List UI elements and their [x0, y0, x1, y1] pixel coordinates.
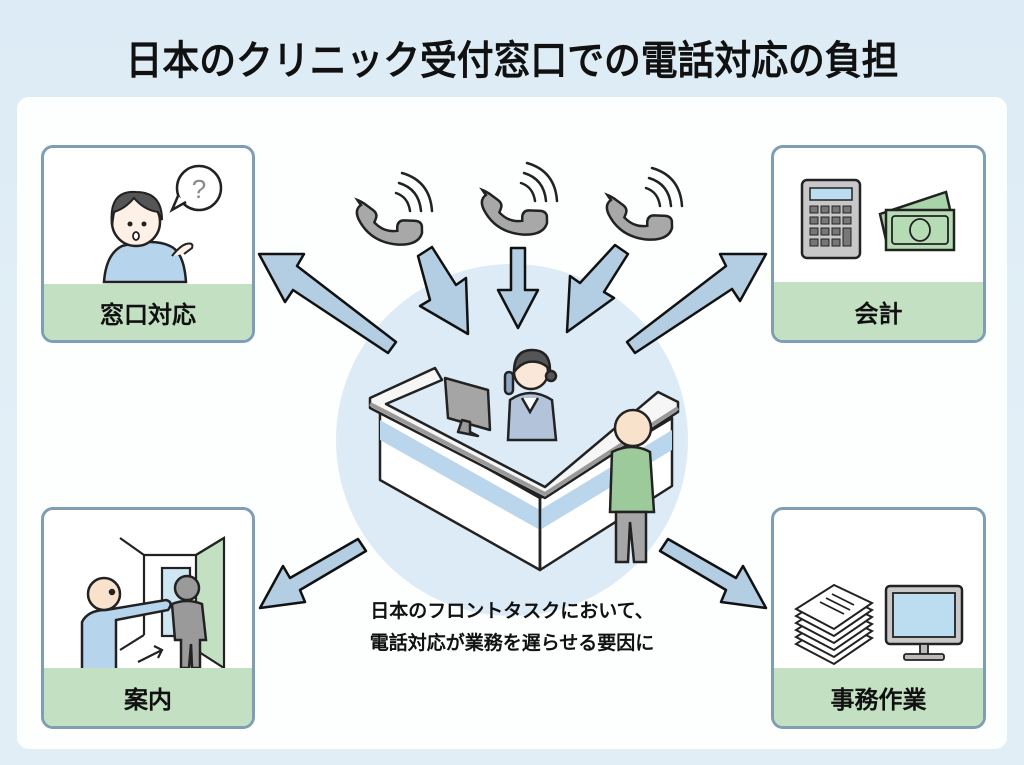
arrow-to-window-desk	[257, 252, 398, 355]
card-label: 会計	[774, 282, 983, 340]
guiding-person-icon	[80, 536, 226, 675]
papers-computer-icon	[794, 583, 964, 666]
card-label: 事務作業	[774, 668, 983, 726]
guide-person	[80, 576, 172, 675]
caption-line-1: 日本のフロントタスクにおいて、	[370, 600, 654, 622]
card-window-desk: ? 窓口対応	[41, 145, 255, 343]
ringing-phone-icon	[604, 192, 674, 241]
question-mark-icon: ?	[192, 174, 206, 204]
receptionist-figure	[503, 348, 558, 442]
ringing-phone-icon	[479, 187, 549, 236]
card-label: 案内	[44, 668, 252, 726]
incoming-arrow-left	[416, 245, 470, 336]
arrow-to-accounting	[625, 252, 768, 355]
phone-waves-icon	[519, 161, 559, 203]
card-label: 窓口対応	[44, 284, 252, 340]
card-office-work: 事務作業	[771, 507, 986, 729]
calculator-money-icon	[800, 178, 956, 260]
monitor-icon	[884, 584, 964, 661]
paper-stack-icon	[794, 583, 875, 666]
ringing-phone-icon	[354, 197, 424, 246]
arrow-to-guidance	[258, 537, 368, 610]
calculator-icon	[800, 178, 862, 260]
visitor-silhouette	[170, 574, 208, 670]
visitor-figure	[608, 408, 656, 564]
arrow-to-office-work	[658, 537, 768, 610]
money-bills-icon	[878, 190, 956, 252]
caption-line-2: 電話対応が業務を遅らせる要因に	[369, 632, 655, 654]
phone-waves-icon	[394, 171, 434, 213]
incoming-arrow-center	[496, 246, 540, 330]
card-guidance: 案内	[41, 507, 255, 729]
phone-waves-icon	[644, 166, 684, 208]
incoming-arrow-right	[565, 243, 630, 334]
page-title: 日本のクリニック受付窓口での電話対応の負担	[125, 38, 899, 84]
card-accounting: 会計	[771, 145, 986, 343]
person-question-icon: ?	[102, 164, 223, 284]
